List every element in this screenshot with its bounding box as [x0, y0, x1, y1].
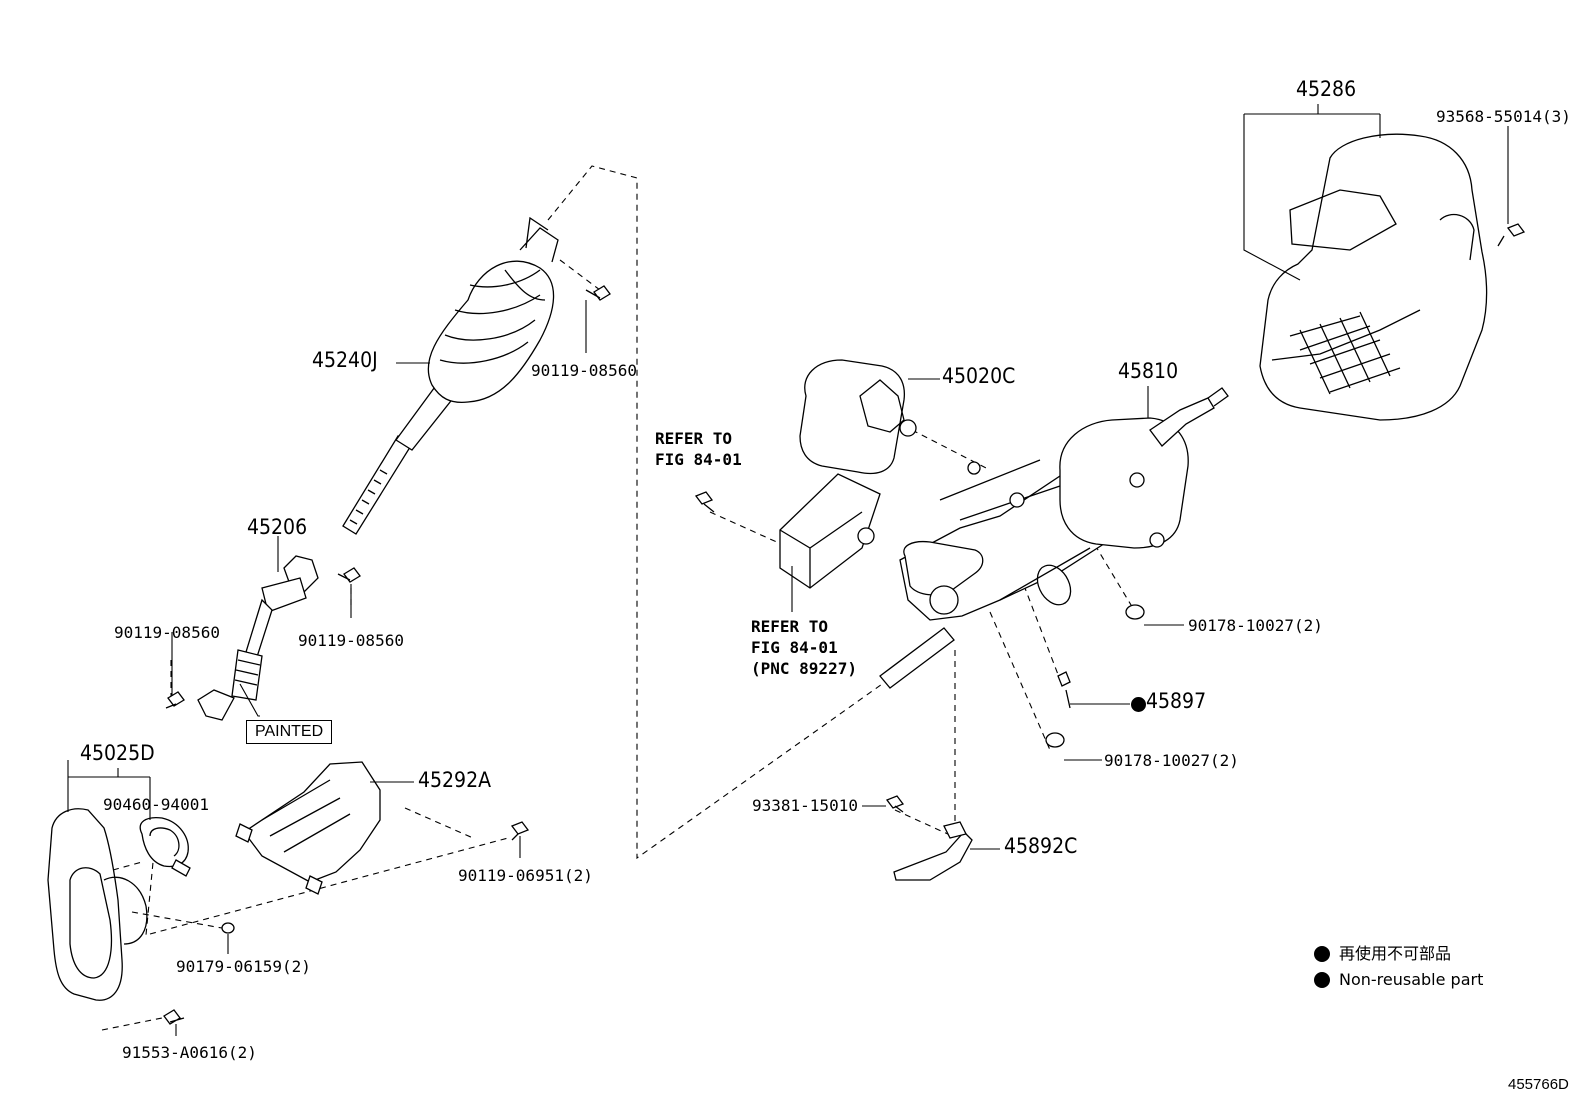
part-label-45897: 45897 — [1146, 689, 1207, 713]
refer-to-fig-note-1: REFER TO FIG 84-01 — [655, 429, 742, 469]
legend-en-text: Non-reusable part — [1339, 970, 1484, 989]
part-label-90179-06159: 90179-06159(2) — [176, 957, 311, 976]
painted-note: PAINTED — [246, 720, 333, 744]
part-label-90119-08560-top: 90119-08560 — [531, 361, 637, 380]
part-label-91553-A0616: 91553-A0616(2) — [122, 1043, 257, 1062]
part-label-45240J: 45240J — [312, 348, 378, 372]
part-label-90119-06951: 90119-06951(2) — [458, 866, 593, 885]
lock-actuator-45020C — [779, 359, 917, 589]
part-label-93381-15010: 93381-15010 — [752, 796, 858, 815]
part-label-45286: 45286 — [1296, 77, 1357, 101]
part-label-90119-08560-left: 90119-08560 — [114, 623, 220, 642]
column-cover-45286 — [1259, 133, 1488, 421]
part-label-45892C: 45892C — [1004, 834, 1078, 858]
part-label-45810: 45810 — [1118, 359, 1179, 383]
part-label-90178-10027-bottom: 90178-10027(2) — [1104, 751, 1239, 770]
steering-column-45810 — [879, 387, 1229, 689]
legend-non-reusable-jp: 再使用不可部品 — [1314, 944, 1451, 964]
hole-cover-45025D — [47, 808, 191, 1001]
part-label-93568-55014: 93568-55014(3) — [1436, 107, 1571, 126]
refer-to-fig-note-2: REFER TO FIG 84-01 (PNC 89227) — [751, 617, 857, 678]
part-label-45025D: 45025D — [80, 741, 155, 765]
bolts — [163, 223, 1526, 1025]
legend-non-reusable-en: Non-reusable part — [1314, 970, 1483, 990]
assembly-guide-lines — [101, 165, 1141, 1031]
part-label-45292A: 45292A — [418, 768, 492, 792]
part-label-90178-10027-top: 90178-10027(2) — [1188, 616, 1323, 635]
bracket-45892C — [893, 821, 973, 881]
universal-joint-45206 — [197, 555, 319, 721]
legend-dot-icon — [1314, 946, 1330, 962]
part-label-90119-08560-right: 90119-08560 — [298, 631, 404, 650]
column-cover-45292A — [235, 761, 381, 895]
part-label-90460-94001: 90460-94001 — [103, 795, 209, 814]
legend-jp-text: 再使用不可部品 — [1339, 944, 1452, 963]
part-label-45020C: 45020C — [942, 364, 1016, 388]
part-label-45206: 45206 — [247, 515, 308, 539]
intermediate-shaft-45240J — [342, 216, 559, 535]
leader-lines — [67, 104, 1509, 1036]
figure-id: 455766D — [1508, 1076, 1569, 1093]
legend-dot-icon — [1314, 972, 1330, 988]
non-reusable-marker — [1131, 697, 1146, 712]
